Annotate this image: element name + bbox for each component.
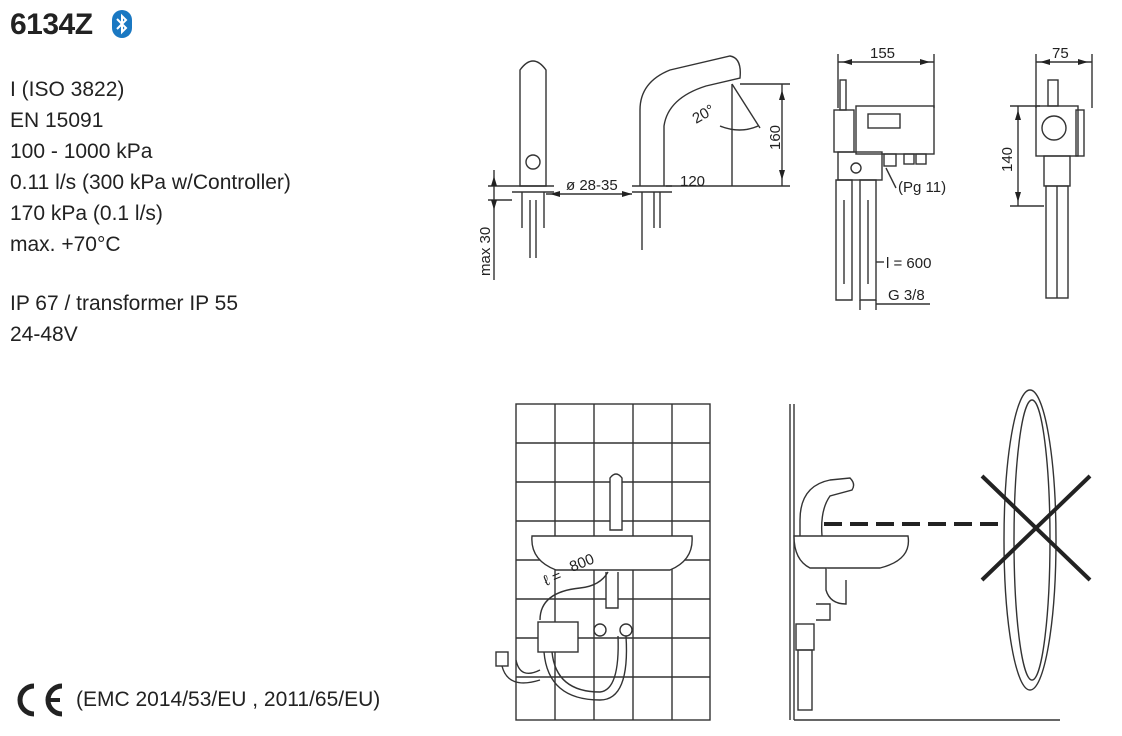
- spec-temperature: max. +70°C: [10, 233, 121, 256]
- dim-side-height: 140: [999, 147, 1016, 172]
- electrical-list: IP 67 / transformer IP 55 24-48V: [10, 288, 238, 350]
- controller-side-view: [1010, 54, 1093, 299]
- dim-angle: 20°: [690, 101, 718, 127]
- dim-reach: 120: [680, 173, 705, 190]
- faucet-side-view: [632, 55, 790, 250]
- installation-side-view: [789, 389, 1060, 721]
- spec-ip: IP 67 / transformer IP 55: [10, 292, 239, 315]
- spec-voltage: 24-48V: [10, 323, 78, 346]
- ce-directives: (EMC 2014/53/EU , 2011/65/EU): [76, 688, 381, 711]
- dim-box-width: 155: [870, 45, 895, 62]
- spec-class: I (ISO 3822): [10, 78, 125, 101]
- controller-front-view: [833, 54, 935, 310]
- spec-standard: EN 15091: [10, 109, 104, 132]
- dim-pg: (Pg 11): [898, 179, 946, 196]
- spec-list: I (ISO 3822) EN 15091 100 - 1000 kPa 0.1…: [10, 74, 291, 260]
- dim-side-width: 75: [1052, 45, 1069, 62]
- dim-diameter: ø 28-35: [566, 177, 618, 194]
- installation-front-view: [495, 403, 711, 721]
- dim-ell: ℓ =: [541, 567, 564, 590]
- ce-mark-icon: [17, 683, 63, 717]
- dim-hose-length: l = 600: [886, 255, 931, 272]
- spec-pressure: 100 - 1000 kPa: [10, 140, 153, 163]
- dim-height: 160: [767, 125, 784, 150]
- spec-flow-pressure: 170 kPa (0.1 l/s): [10, 202, 163, 225]
- bluetooth-icon: [112, 10, 132, 38]
- dim-thread: G 3/8: [888, 287, 925, 304]
- spec-flow: 0.11 l/s (300 kPa w/Controller): [10, 171, 291, 194]
- faucet-front-view: [488, 60, 632, 280]
- dim-max30: max 30: [477, 227, 494, 276]
- model-title: 6134Z: [10, 8, 93, 41]
